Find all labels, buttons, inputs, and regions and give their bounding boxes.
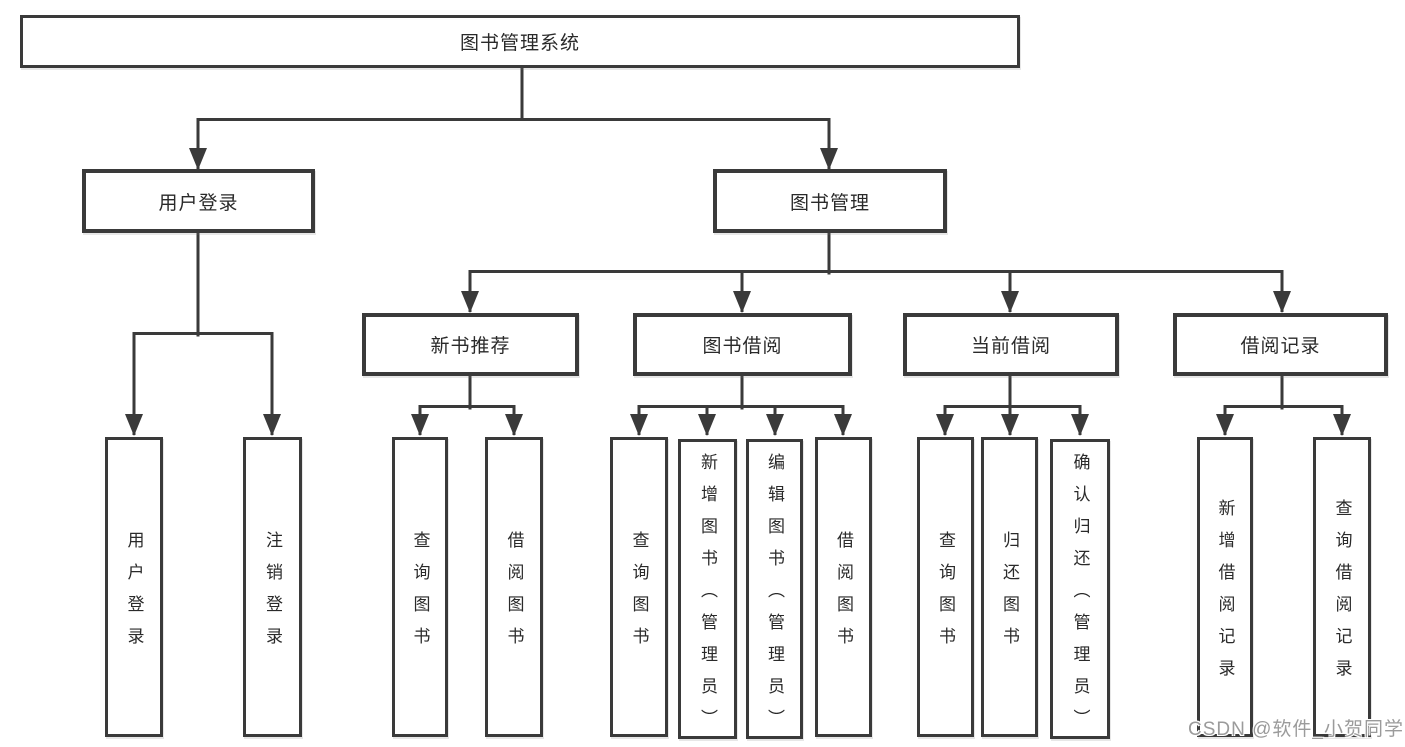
leaf-current-confirm-return: 确认归还（管理员） xyxy=(1050,439,1110,741)
leaf-current-return-book: 归还图书 xyxy=(981,437,1038,737)
node-new-book-recommend-label: 新书推荐 xyxy=(430,336,511,357)
leaf-borrow-borrow-book-label: 借阅图书 xyxy=(834,530,853,659)
leaf-records-query-record: 查询借阅记录 xyxy=(1313,437,1371,737)
leaf-borrow-add-book-label: 新增图书（管理员） xyxy=(698,452,717,741)
leaf-logout-label: 注销登录 xyxy=(263,530,282,659)
leaf-recommend-query-book-label: 查询图书 xyxy=(410,530,430,659)
node-book-management-label: 图书管理 xyxy=(789,192,870,214)
leaf-records-add-record: 新增借阅记录 xyxy=(1197,437,1253,737)
leaf-borrow-query-book-label: 查询图书 xyxy=(629,530,649,659)
node-user-login: 用户登录 xyxy=(82,169,315,233)
leaf-recommend-borrow-book: 借阅图书 xyxy=(485,437,543,737)
leaf-user-login: 用户登录 xyxy=(105,437,163,737)
leaf-user-login-label: 用户登录 xyxy=(124,530,144,659)
node-root-label: 图书管理系统 xyxy=(459,33,580,54)
leaf-recommend-borrow-book-label: 借阅图书 xyxy=(504,530,524,659)
node-borrowing-records-label: 借阅记录 xyxy=(1240,336,1321,357)
leaf-borrow-edit-book-label: 编辑图书（管理员） xyxy=(765,452,784,741)
node-book-management: 图书管理 xyxy=(713,169,947,233)
leaf-recommend-query-book: 查询图书 xyxy=(392,437,448,737)
node-borrowing-records: 借阅记录 xyxy=(1173,313,1388,376)
leaf-current-return-book-label: 归还图书 xyxy=(1000,530,1019,659)
leaf-records-add-record-label: 新增借阅记录 xyxy=(1215,498,1235,691)
leaf-current-confirm-return-label: 确认归还（管理员） xyxy=(1070,452,1090,741)
node-new-book-recommend: 新书推荐 xyxy=(362,313,579,376)
watermark: CSDN @软件_小贺同学 xyxy=(1188,719,1404,740)
leaf-current-query-book-label: 查询图书 xyxy=(936,530,955,659)
leaf-borrow-add-book: 新增图书（管理员） xyxy=(678,439,737,741)
leaf-borrow-edit-book: 编辑图书（管理员） xyxy=(746,439,803,741)
leaf-logout: 注销登录 xyxy=(243,437,302,737)
node-book-borrowing: 图书借阅 xyxy=(633,313,852,376)
leaf-borrow-borrow-book: 借阅图书 xyxy=(815,437,872,737)
leaf-records-query-record-label: 查询借阅记录 xyxy=(1332,498,1352,691)
node-current-borrowing: 当前借阅 xyxy=(903,313,1119,376)
node-book-borrowing-label: 图书借阅 xyxy=(702,336,783,357)
node-root: 图书管理系统 xyxy=(20,15,1020,68)
leaf-borrow-query-book: 查询图书 xyxy=(610,437,668,737)
node-current-borrowing-label: 当前借阅 xyxy=(970,336,1051,357)
leaf-current-query-book: 查询图书 xyxy=(917,437,974,737)
node-user-login-label: 用户登录 xyxy=(158,192,239,214)
